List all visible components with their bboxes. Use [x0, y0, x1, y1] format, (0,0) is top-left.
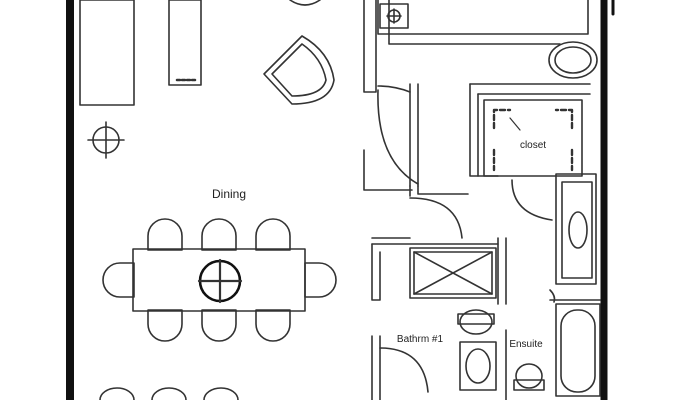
- room-label-bathroom-1: Bathrm #1: [397, 334, 444, 345]
- door-swing: [409, 197, 463, 239]
- bed: [377, 0, 598, 79]
- kitchen-counter: [79, 0, 321, 106]
- closet: [483, 99, 583, 177]
- room-label-ensuite: Ensuite: [509, 339, 543, 350]
- room-label-dining: Dining: [212, 187, 246, 201]
- door-swing: [511, 179, 553, 221]
- range-arc: [289, 0, 321, 6]
- dining-chair: [102, 262, 135, 298]
- counter-left: [79, 0, 135, 106]
- dining-chair: [255, 309, 291, 342]
- nightstand: [379, 3, 409, 29]
- bath1-sink: [459, 341, 497, 391]
- shower: [409, 247, 497, 299]
- dining-chair: [147, 218, 183, 251]
- interior-walls: [363, 0, 591, 239]
- bathroom-walls: [371, 237, 601, 400]
- ensuite-toilet: [513, 363, 545, 391]
- armchair: [263, 35, 335, 105]
- dining-set: [102, 218, 337, 342]
- dining-chair: [304, 262, 337, 298]
- dining-chair: [201, 218, 237, 251]
- bath1-toilet: [457, 309, 495, 335]
- dining-chair: [255, 218, 291, 251]
- exterior-walls: [66, 0, 615, 400]
- lower-chairs: [99, 387, 239, 400]
- dining-chair: [201, 309, 237, 342]
- ceiling-light-fixture: [87, 121, 125, 159]
- dining-chair: [147, 309, 183, 342]
- ensuite-vanity: [555, 173, 597, 285]
- bean-bag: [548, 41, 598, 79]
- room-label-closet: closet: [520, 140, 546, 151]
- ensuite-tub: [549, 289, 601, 397]
- counter-appliance: [168, 0, 202, 86]
- bed-frame: [377, 0, 589, 35]
- door-swing: [379, 347, 429, 393]
- door-swing: [377, 89, 419, 185]
